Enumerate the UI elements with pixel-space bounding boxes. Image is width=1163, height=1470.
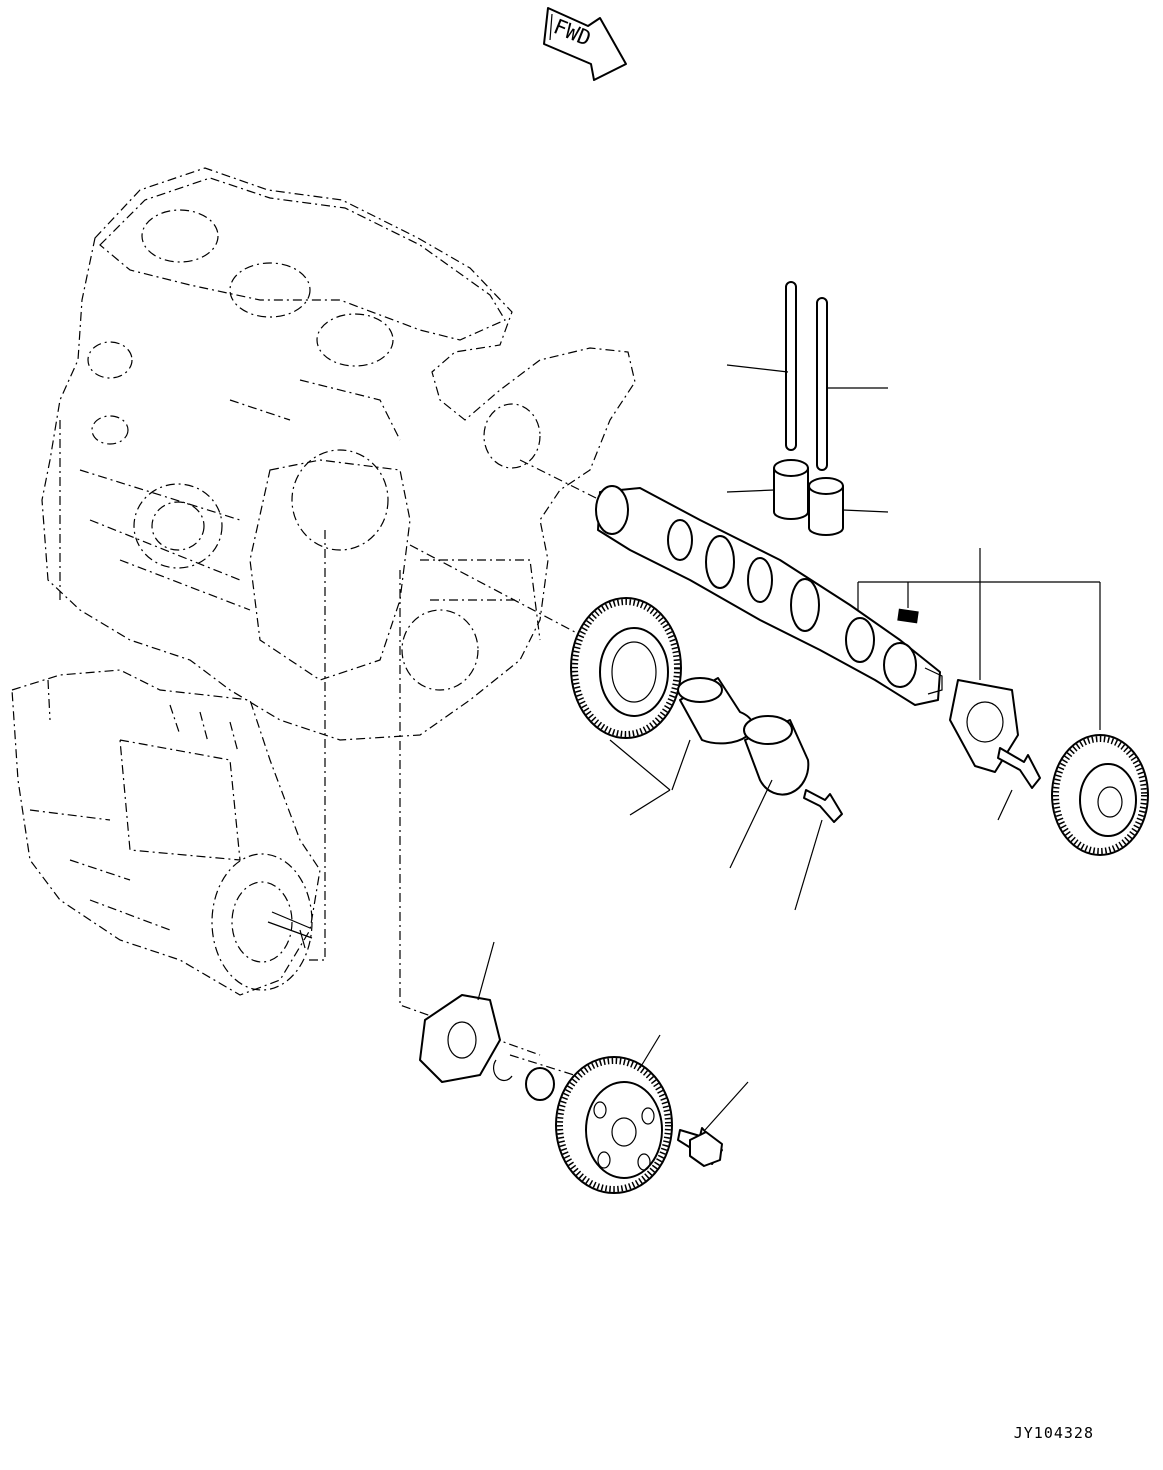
assembly-guide-lines (308, 459, 601, 1081)
bolt (677, 747, 1041, 1165)
pump-drive-hub (419, 941, 555, 1101)
valve-tappet (726, 459, 889, 536)
pump-drive-gear (555, 1034, 673, 1194)
nut (689, 1131, 723, 1167)
drawing-id: JY104328 (1013, 1424, 1094, 1442)
idler-bushing (677, 677, 754, 745)
idler-gear (570, 597, 691, 816)
camshaft-gear (1051, 734, 1149, 856)
cylinder-block (41, 167, 636, 741)
key (857, 548, 1101, 730)
fuel-injection-pump (11, 669, 321, 996)
camshaft (595, 485, 943, 706)
fwd-label: FWD (550, 14, 594, 50)
push-rod (726, 281, 888, 471)
idler-shaft (729, 715, 810, 869)
fwd-arrow-icon: FWD (543, 7, 627, 81)
